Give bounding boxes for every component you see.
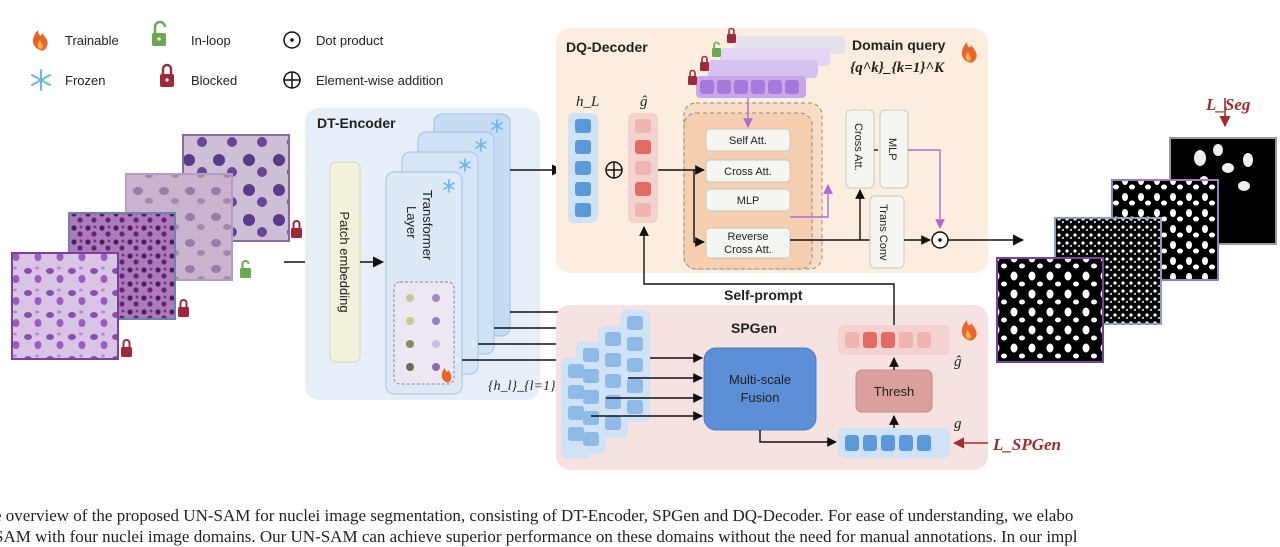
mlp-vertical-block: [879, 109, 909, 189]
caption-line-1: e overview of the proposed UN-SAM for nu…: [0, 506, 1074, 525]
input-image-1: [11, 252, 119, 360]
trans-conv-label: Trans Conv: [877, 204, 889, 261]
multi-scale-fusion-block: [703, 347, 817, 431]
addition-icon: [283, 71, 301, 89]
mlp-label: MLP: [737, 195, 760, 207]
legend-blocked: Blocked: [191, 73, 237, 88]
multi-scale-features: [561, 310, 650, 458]
fire-icon: [441, 368, 452, 383]
locked-lock-icon: [178, 299, 189, 317]
dot-product-icon: [283, 31, 301, 49]
fire-icon: [961, 42, 977, 63]
g-label: g: [954, 416, 962, 432]
dot-product-icon: [931, 231, 949, 249]
fusion-label-line1: Multi-scale: [729, 372, 791, 387]
legend-in-loop: In-loop: [191, 33, 231, 48]
caption-line-2: SAM with four nuclei image domains. Our …: [0, 527, 1078, 546]
domain-query-label: Domain query: [852, 37, 946, 53]
snowflake-icon: [475, 138, 487, 152]
adapter-tokens: [406, 294, 440, 371]
legend: Trainable In-loop Dot product Frozen Blo…: [31, 20, 443, 91]
cross-att-vertical-label: Cross Att.: [852, 123, 864, 171]
cross-att-vertical-block: [845, 109, 875, 189]
unlocked-lock-icon: [712, 41, 721, 57]
legend-trainable: Trainable: [65, 33, 119, 48]
dt-encoder-title: DT-Encoder: [317, 115, 396, 131]
legend-dot-product: Dot product: [316, 33, 384, 48]
locked-lock-icon: [727, 27, 736, 43]
mlp-block: [705, 188, 791, 212]
loss-seg-label: L_Seg: [1205, 95, 1251, 114]
snowflake-icon: [31, 69, 51, 91]
cross-att-label: Cross Att.: [724, 166, 772, 178]
trans-conv-block: [869, 195, 905, 269]
input-image-stack: [11, 134, 290, 360]
snowflake-icon: [443, 179, 455, 193]
fire-icon: [961, 320, 977, 341]
domain-query-math: {q^k}_{k=1}^K: [850, 60, 945, 76]
self-att-label: Self Att.: [729, 135, 767, 147]
input-lock-icons: [121, 220, 302, 357]
reverse-label-line1: Reverse: [728, 231, 769, 243]
spgen-title: SPGen: [731, 320, 777, 336]
output-mask-1: [996, 257, 1104, 363]
output-mask-stack: [996, 137, 1277, 363]
thresh-label: Thresh: [874, 384, 914, 399]
hidden-states-label: {h_l}_{l=1}^L: [488, 379, 570, 394]
h-L-label: h_L: [576, 94, 599, 110]
transformer-label-line2: Layer: [404, 206, 419, 239]
adapter-box: [393, 281, 455, 385]
figure-caption: e overview of the proposed UN-SAM for nu…: [0, 505, 1280, 546]
fusion-label-line2: Fusion: [740, 390, 779, 405]
transformer-label-line1: Transformer: [420, 190, 435, 261]
dq-decoder-title: DQ-Decoder: [566, 39, 648, 55]
self-prompt-label: Self-prompt: [724, 287, 803, 303]
locked-lock-icon: [688, 69, 697, 85]
unlocked-lock-icon: [152, 20, 167, 46]
self-att-block: [705, 128, 791, 152]
spgen: SPGen Multi-scale Fusion: [556, 305, 988, 470]
locked-lock-icon: [160, 63, 174, 87]
dt-encoder: DT-Encoder Patch embedding Transformer L…: [305, 108, 540, 400]
dq-decoder: DQ-Decoder Domain query {q^k}_{k=1}^K h_…: [556, 27, 988, 273]
mlp-vertical-label: MLP: [886, 138, 898, 161]
addition-icon: [605, 161, 623, 179]
self-prompt-arrow: [639, 226, 895, 325]
loss-spgen-label: L_SPGen: [992, 435, 1061, 454]
snowflake-icon: [491, 119, 503, 133]
legend-element-addition: Element-wise addition: [316, 73, 443, 88]
cross-att-block: [705, 159, 791, 183]
unlocked-lock-icon: [240, 260, 251, 278]
reverse-cross-att-block: [705, 227, 791, 259]
reverse-label-line2: Cross Att.: [724, 244, 772, 256]
legend-frozen: Frozen: [65, 73, 105, 88]
g-hat-label: ĝ: [640, 94, 648, 110]
patch-embedding-label: Patch embedding: [337, 211, 352, 312]
snowflake-icon: [459, 158, 471, 172]
locked-lock-icon: [121, 339, 132, 357]
locked-lock-icon: [291, 220, 302, 238]
fire-icon: [33, 30, 48, 51]
g-hat-spgen-label: ĝ: [954, 354, 962, 370]
locked-lock-icon: [700, 55, 709, 71]
domain-query-stack: [688, 27, 845, 98]
